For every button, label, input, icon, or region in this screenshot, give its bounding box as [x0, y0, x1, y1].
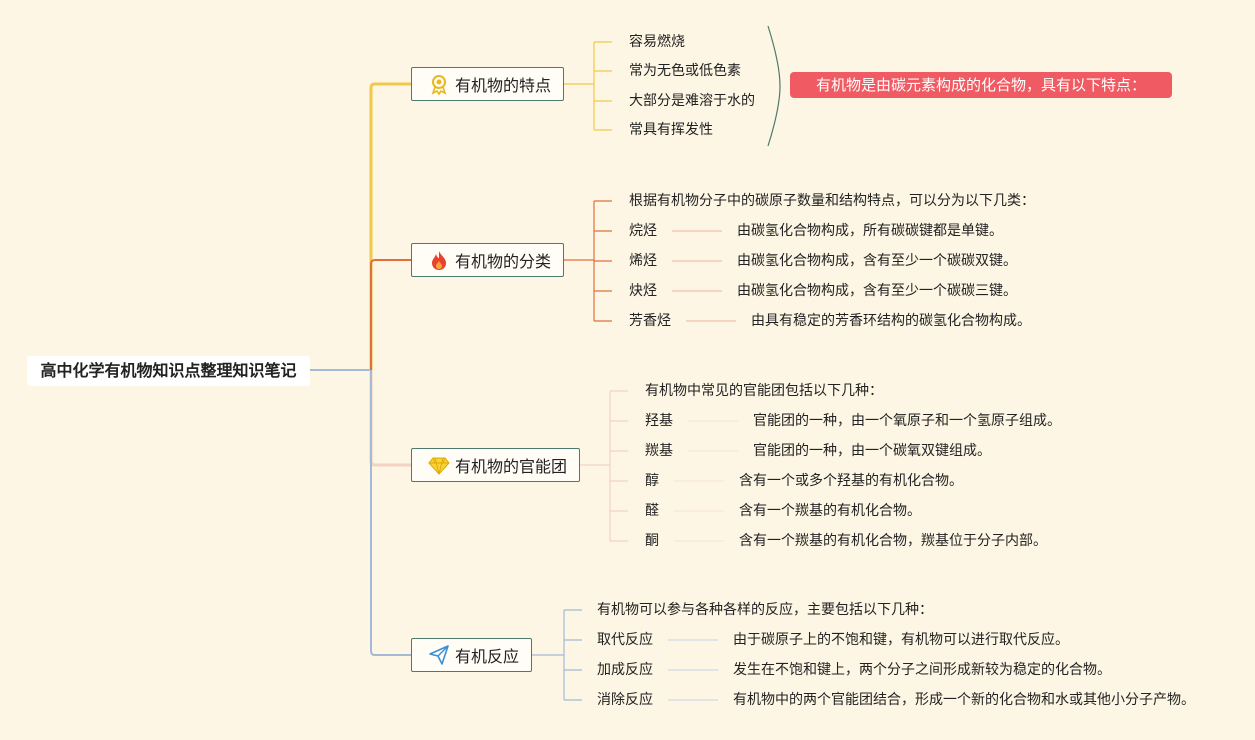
definition: 官能团的一种，由一个碳氧双键组成。	[753, 443, 991, 459]
branch-label: 有机反应	[455, 647, 520, 666]
term: 醇	[645, 473, 659, 489]
branch-reactions[interactable]: 有机反应	[411, 638, 532, 672]
medal-icon	[428, 73, 450, 95]
list-item: 容易燃烧	[629, 34, 685, 50]
paper-plane-icon	[428, 644, 450, 666]
fire-icon	[428, 249, 450, 271]
definition: 由于碳原子上的不饱和键，有机物可以进行取代反应。	[733, 632, 1069, 648]
list-item: 常为无色或低色素	[629, 63, 741, 79]
definition: 由具有稳定的芳香环结构的碳氢化合物构成。	[751, 313, 1031, 329]
definition: 官能团的一种，由一个氧原子和一个氢原子组成。	[753, 413, 1061, 429]
branch-functional-groups[interactable]: 有机物的官能团	[411, 448, 580, 482]
term: 消除反应	[597, 692, 653, 708]
list-item: 常具有挥发性	[629, 122, 713, 138]
definition: 由碳氢化合物构成，所有碳碳键都是单键。	[737, 223, 1003, 239]
diamond-icon	[428, 454, 450, 476]
term: 取代反应	[597, 632, 653, 648]
summary-brace	[767, 25, 781, 147]
root-node[interactable]: 高中化学有机物知识点整理知识笔记	[27, 356, 310, 386]
definition: 有机物中的两个官能团结合，形成一个新的化合物和水或其他小分子产物。	[733, 692, 1195, 708]
term: 羰基	[645, 443, 673, 459]
definition: 发生在不饱和键上，两个分子之间形成新较为稳定的化合物。	[733, 662, 1111, 678]
intro-text: 有机物可以参与各种各样的反应，主要包括以下几种：	[597, 602, 933, 618]
definition: 含有一个羰基的有机化合物。	[739, 503, 921, 519]
intro-text: 根据有机物分子中的碳原子数量和结构特点，可以分为以下几类：	[629, 193, 1035, 209]
definition: 由碳氢化合物构成，含有至少一个碳碳双键。	[737, 253, 1017, 269]
term: 芳香烃	[629, 313, 671, 329]
term: 酮	[645, 533, 659, 549]
term: 炔烃	[629, 283, 657, 299]
branch-label: 有机物的官能团	[455, 457, 568, 476]
definition: 含有一个羰基的有机化合物，羰基位于分子内部。	[739, 533, 1047, 549]
term: 醛	[645, 503, 659, 519]
branch-label: 有机物的分类	[455, 252, 552, 271]
intro-text: 有机物中常见的官能团包括以下几种：	[645, 383, 883, 399]
branch-classification[interactable]: 有机物的分类	[411, 243, 564, 277]
term: 加成反应	[597, 662, 653, 678]
summary-callout[interactable]: 有机物是由碳元素构成的化合物，具有以下特点：	[790, 72, 1172, 98]
term: 羟基	[645, 413, 673, 429]
definition: 含有一个或多个羟基的有机化合物。	[739, 473, 963, 489]
branch-label: 有机物的特点	[455, 76, 552, 95]
term: 烷烃	[629, 223, 657, 239]
term: 烯烃	[629, 253, 657, 269]
definition: 由碳氢化合物构成，含有至少一个碳碳三键。	[737, 283, 1017, 299]
list-item: 大部分是难溶于水的	[629, 93, 755, 109]
branch-characteristics[interactable]: 有机物的特点	[411, 67, 564, 101]
